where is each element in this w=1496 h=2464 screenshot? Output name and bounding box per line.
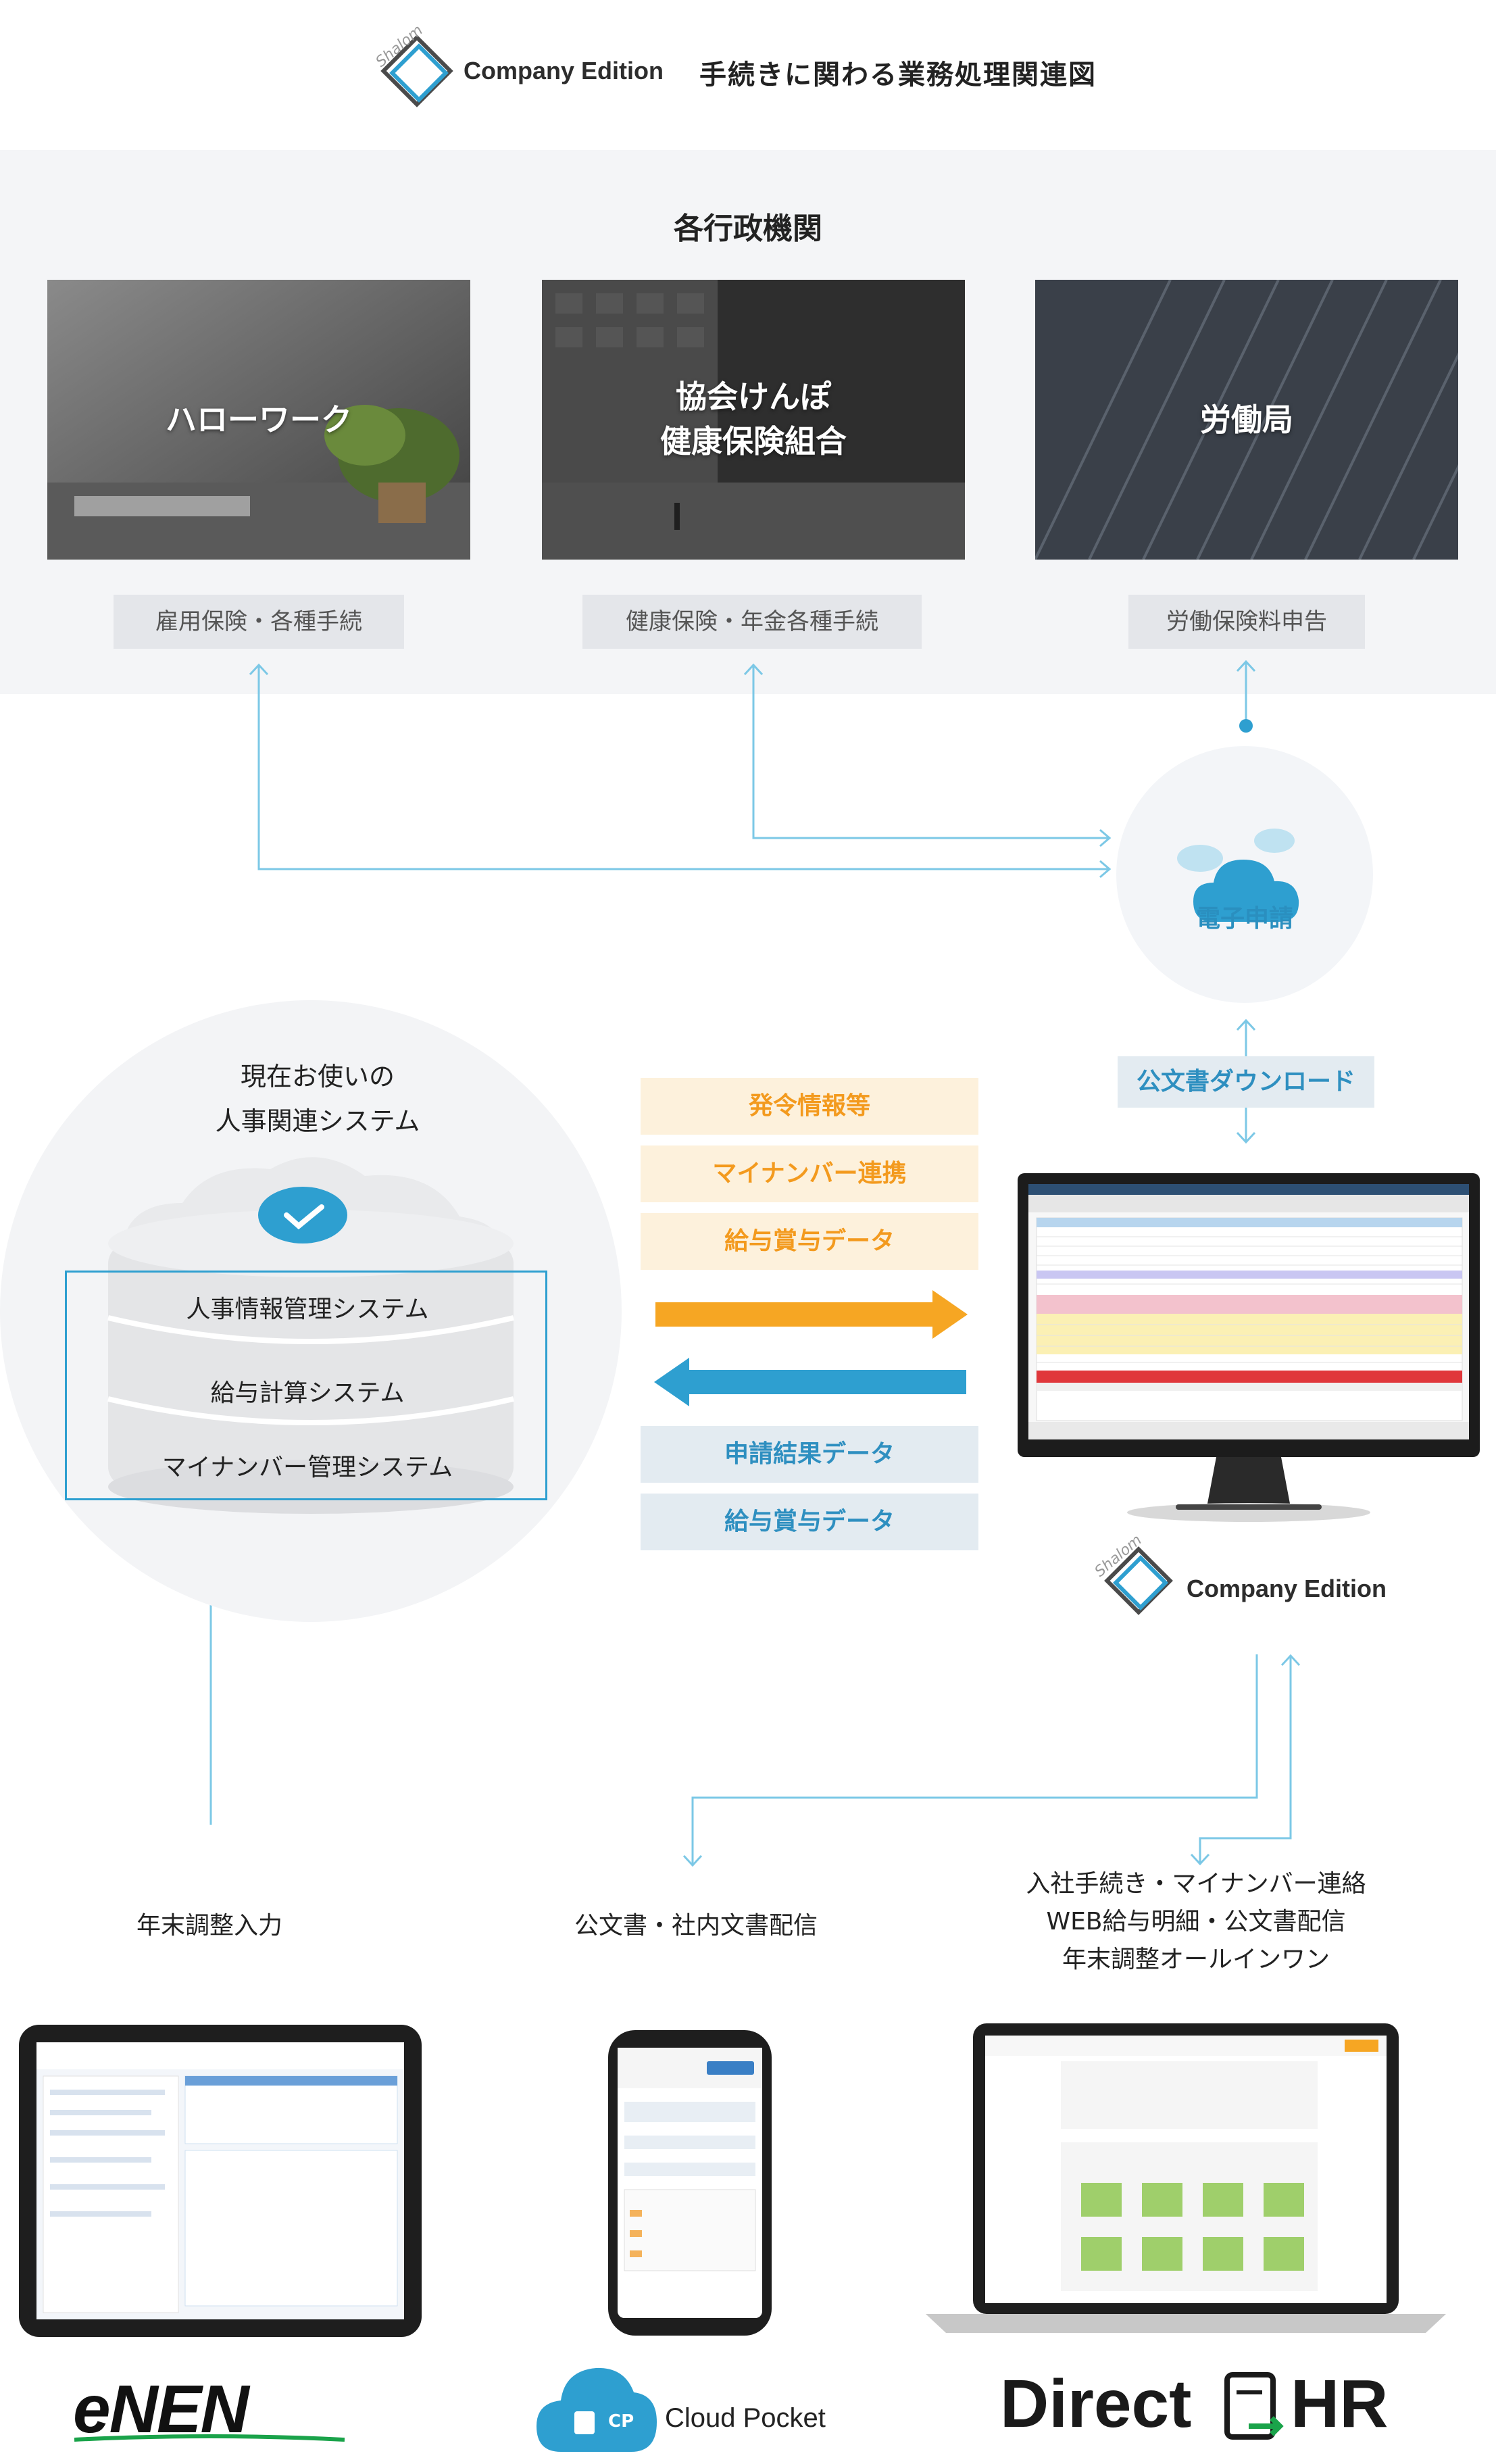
enen-underline-icon — [74, 2434, 345, 2442]
cloud-icon — [1177, 829, 1299, 922]
page-title: 手続きに関わる業務処理関連図 — [699, 59, 1097, 91]
database-icon — [107, 1157, 514, 1514]
system-item: 人事情報管理システム — [186, 1296, 429, 1323]
system-item: マイナンバー管理システム — [161, 1454, 453, 1481]
product-caption: 年末調整入力 — [136, 1912, 282, 1940]
cloud-pocket-label: Cloud Pocket — [665, 2403, 826, 2433]
current-systems-box — [65, 1271, 547, 1500]
agency-heading: 各行政機関 — [674, 212, 822, 246]
flow-label-to-ce: 発令情報等 — [641, 1078, 978, 1135]
glass-building-photo-icon — [1035, 280, 1458, 560]
caption-line: 入社手続き・マイナンバー連絡 — [1026, 1870, 1366, 1898]
arrow-right-icon — [655, 1290, 968, 1339]
laptop-screenshot-icon — [926, 2023, 1446, 2333]
agency-task-tag: 健康保険・年金各種手続 — [582, 595, 922, 649]
efiling-label: 電子申請 — [1195, 905, 1293, 933]
agency-card-hellowork: ハローワーク — [47, 280, 470, 560]
doc-download-label: 公文書ダウンロード — [1118, 1056, 1374, 1108]
office-photo-icon — [47, 280, 470, 560]
caption-line: WEB給与明細・公文書配信 — [1046, 1908, 1346, 1936]
flow-label-from-ce: 給与賞与データ — [641, 1494, 978, 1550]
connector-dot — [1239, 719, 1253, 733]
product-caption: 公文書・社内文書配信 — [574, 1912, 818, 1940]
agency-name: 労働局 — [1200, 401, 1293, 438]
phone-screenshot-icon — [608, 2030, 772, 2336]
arrow-line-hellowork — [257, 666, 1109, 870]
arrow-line-kenpo — [752, 666, 1109, 839]
agency-card-labor: 労働局 — [1035, 280, 1458, 560]
monitor-screenshot-icon — [1018, 1173, 1480, 1522]
agency-name-line1: 協会けんぽ — [676, 378, 831, 415]
arrow-left-icon — [654, 1358, 966, 1406]
edition-label: Company Edition — [464, 57, 664, 84]
agency-name: ハローワーク — [166, 401, 352, 438]
current-systems-title: 現在お使いの 人事関連システム — [108, 1054, 527, 1143]
shalom-logo-icon — [1104, 1546, 1173, 1615]
flow-label-to-ce: マイナンバー連携 — [641, 1145, 978, 1202]
shalom-logo-icon — [380, 34, 453, 107]
header: Shalom Company Edition — [0, 22, 1496, 115]
cloud-pocket-logo-icon — [537, 2367, 657, 2452]
product-caption-multiline: 入社手続き・マイナンバー連絡 WEB給与明細・公文書配信 年末調整オールインワン — [973, 1865, 1419, 1979]
agency-name-line2: 健康保険組合 — [660, 423, 847, 460]
system-item: 給与計算システム — [210, 1379, 405, 1407]
flow-label-from-ce: 申請結果データ — [641, 1426, 978, 1483]
flow-label-to-ce: 給与賞与データ — [641, 1213, 978, 1270]
building-photo-icon — [542, 280, 965, 560]
direct-hr-doc-icon — [1224, 2372, 1284, 2440]
agency-card-kenpo: 協会けんぽ 健康保険組合 — [542, 280, 965, 560]
title-line: 人事関連システム — [215, 1106, 420, 1136]
efiling-circle — [1116, 746, 1373, 1003]
direct-logo-text: Direct — [1000, 2366, 1192, 2442]
flow-arrows — [654, 1290, 968, 1406]
hr-logo-text: HR — [1291, 2366, 1389, 2442]
company-edition-label: Company Edition — [1187, 1575, 1387, 1602]
title-line: 現在お使いの — [240, 1062, 395, 1091]
agency-task-tag: 雇用保険・各種手続 — [114, 595, 404, 649]
caption-line: 年末調整オールインワン — [1062, 1946, 1330, 1973]
cp-badge: CP — [608, 2411, 634, 2432]
tablet-screenshot-icon — [19, 2025, 422, 2337]
agency-task-tag: 労働保険料申告 — [1128, 595, 1365, 649]
